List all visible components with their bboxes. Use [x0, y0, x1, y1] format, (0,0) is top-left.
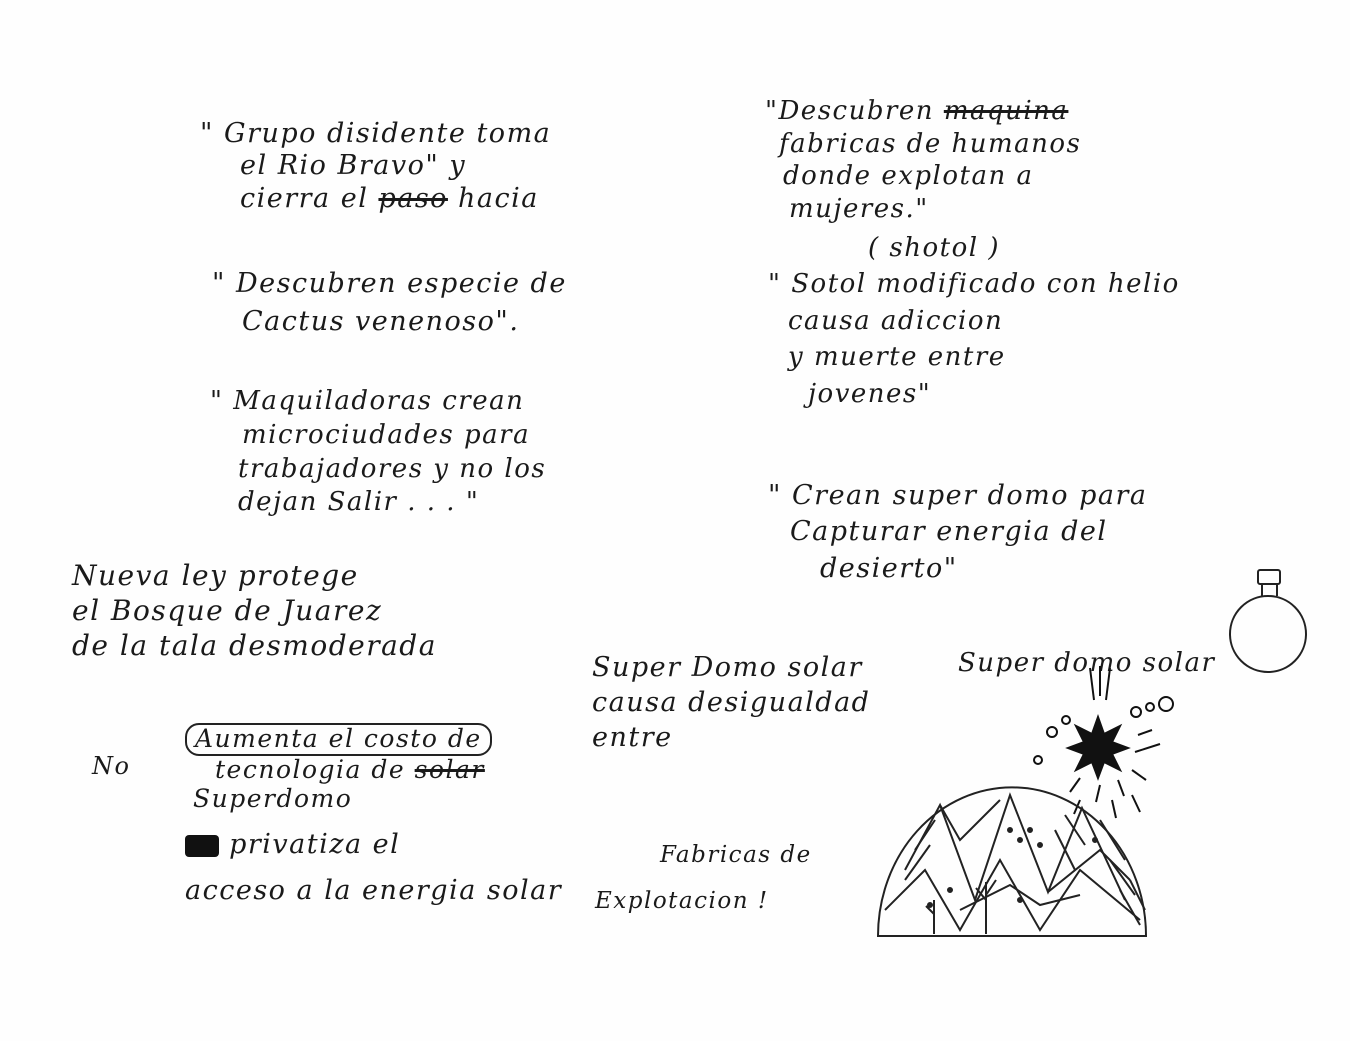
note-line: el Bosque de Juarez: [72, 594, 383, 627]
note-line: privatiza el: [185, 822, 562, 868]
dome-icon: [876, 786, 1148, 937]
note-line: Capturar energia del: [790, 516, 1108, 548]
note-line: microciudades para: [242, 419, 531, 450]
note-line: causa desigualdad: [592, 687, 871, 719]
note-rio-bravo: " Grupo disidente toma el Rio Bravo" y c…: [200, 118, 551, 215]
note-cactus: " Descubren especie de Cactus venenoso".: [212, 265, 567, 341]
note-line: " Sotol modificado con helio: [768, 269, 1180, 300]
note-line: y muerte entre: [788, 342, 1006, 373]
note-line: dejan Salir . . . ": [238, 487, 480, 518]
note-line: desierto": [820, 552, 958, 584]
note-line: Super Domo solar: [592, 652, 863, 683]
note-line: "Descubren maquina: [765, 95, 1081, 128]
note-line: Nueva ley protege: [72, 559, 359, 592]
note-text: hacia: [447, 182, 539, 214]
note-costo: Aumenta el costo de tecnologia de solar …: [185, 723, 492, 813]
note-line: trabajadores y no los: [238, 453, 547, 484]
sun-icon: [1033, 666, 1174, 819]
note-line: " Crean super domo para: [768, 480, 1148, 511]
crossed-out-word: solar: [414, 754, 485, 784]
note-line: acceso a la energia solar: [185, 868, 562, 914]
note-fabricas-explotacion: Fabricas de Explotacion !: [595, 832, 812, 924]
note-line: mujeres.": [789, 193, 929, 224]
note-line: de la tala desmoderada: [72, 629, 437, 662]
note-line: causa adiccion: [788, 305, 1004, 336]
note-privatiza: privatiza el acceso a la energia solar: [185, 822, 562, 914]
crossed-out-word: maquina: [943, 96, 1069, 126]
note-fabricas-humanos: "Descubren maquina fabricas de humanos d…: [765, 95, 1081, 225]
note-line: ( shotol ): [868, 233, 1000, 263]
note-line: Cactus venenoso".: [242, 305, 520, 337]
note-no: No: [92, 752, 131, 780]
note-text: cierra el: [240, 182, 379, 214]
note-line: jovenes": [808, 378, 932, 409]
note-text: "Descubren: [765, 96, 944, 126]
note-maquiladoras: " Maquiladoras crean microciudades para …: [210, 385, 546, 520]
note-text: acceso a la: [185, 874, 363, 906]
note-sotol: ( shotol ) " Sotol modificado con helio …: [768, 230, 1180, 412]
note-line: " Grupo disidente toma: [200, 118, 552, 149]
note-line: tecnologia de solar: [215, 754, 492, 785]
note-line: Fabricas de: [660, 842, 812, 868]
note-line: fabricas de humanos: [779, 128, 1082, 159]
dome-caption: Super domo solar: [958, 648, 1216, 678]
note-super-domo: " Crean super domo para Capturar energia…: [768, 478, 1147, 587]
note-domo-desigualdad: Super Domo solar causa desigualdad entre: [592, 650, 870, 755]
note-line: entre: [592, 722, 673, 754]
note-line: donde explotan a: [783, 161, 1034, 191]
flask-icon: [1229, 569, 1307, 673]
scribble-mark: [185, 834, 219, 857]
note-text: energia solar: [362, 874, 563, 906]
note-line: " Descubren especie de: [212, 268, 567, 299]
note-line: el Rio Bravo" y: [240, 150, 467, 182]
note-line: Superdomo: [193, 783, 353, 813]
note-line: " Maquiladoras crean: [210, 386, 525, 416]
note-line: Explotacion !: [595, 888, 769, 914]
note-text: privatiza el: [229, 829, 401, 860]
note-bosque: Nueva ley protege el Bosque de Juarez de…: [72, 558, 437, 663]
circled-text: Aumenta el costo de: [185, 723, 492, 756]
note-text: tecnologia de: [215, 754, 415, 784]
crossed-out-word: paso: [378, 182, 448, 214]
note-line: cierra el paso hacia: [240, 183, 551, 215]
